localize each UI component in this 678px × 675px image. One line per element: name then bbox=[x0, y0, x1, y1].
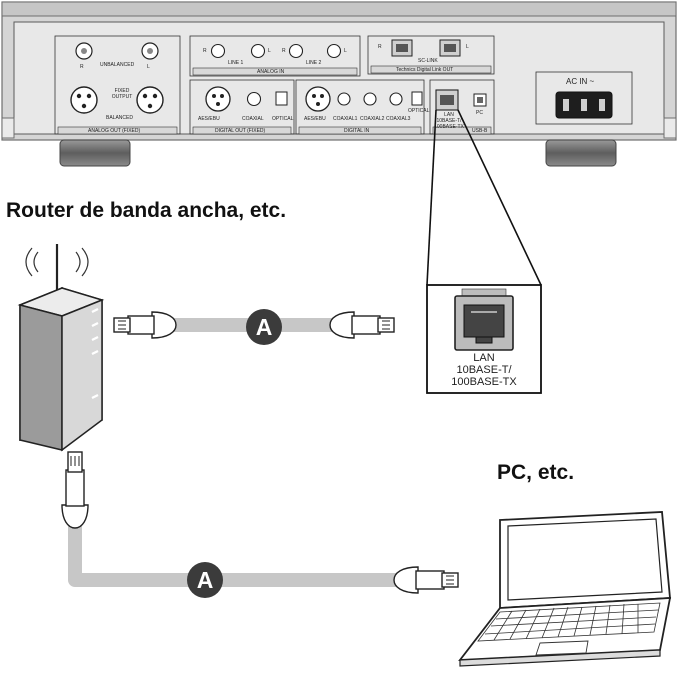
optical-out-icon bbox=[275, 91, 288, 106]
pc-caption: PC, etc. bbox=[497, 461, 575, 484]
rj45-plug-device bbox=[329, 311, 395, 339]
label-fixed-note: FIXED OUTPUT bbox=[111, 88, 133, 100]
label-sc-link: SC-LINK bbox=[418, 58, 438, 64]
rca-line2-l-icon bbox=[326, 43, 342, 59]
panel-side-left bbox=[1, 117, 15, 139]
label-coaxial2-in: COAXIAL2 bbox=[360, 116, 385, 122]
label-coaxial1-in: COAXIAL1 bbox=[333, 116, 358, 122]
label-optical-in: OPTICAL bbox=[408, 108, 430, 114]
label-pc-port: PC bbox=[476, 110, 483, 116]
panel-top-edge bbox=[1, 1, 677, 17]
zoom-lines bbox=[426, 109, 542, 286]
label-line2: LINE 2 bbox=[306, 60, 322, 66]
rca-line2-r-icon bbox=[288, 43, 304, 59]
rca-line1-r-icon bbox=[210, 43, 226, 59]
rca-line1-l-icon bbox=[250, 43, 266, 59]
rj45-plug-pc bbox=[393, 566, 459, 594]
coaxial-out-icon bbox=[246, 91, 262, 107]
foot-left bbox=[59, 139, 131, 167]
aes-ebu-out-icon bbox=[205, 86, 231, 112]
cables bbox=[68, 318, 402, 587]
label-optical-out: OPTICAL bbox=[272, 116, 294, 122]
marker-letter-1: A bbox=[256, 314, 273, 340]
lan-label-line2: 10BASE-T/ bbox=[456, 364, 512, 376]
label-lan-small: LAN 10BASE-T/ 100BASE-TX bbox=[434, 112, 464, 130]
label-line1: LINE 1 bbox=[228, 60, 244, 66]
wifi-waves-icon bbox=[25, 247, 89, 277]
router-leds bbox=[91, 308, 99, 399]
label-usb-b: USB-B bbox=[472, 128, 488, 134]
marker-circle-1 bbox=[246, 309, 282, 345]
label-digital-in: DIGITAL IN bbox=[344, 128, 370, 134]
laptop-icon bbox=[458, 511, 672, 667]
label-link-l: L bbox=[466, 44, 469, 50]
label-aes-out: AES/EBU bbox=[198, 116, 220, 122]
aes-ebu-in-icon bbox=[305, 86, 331, 112]
xlr-out-r-icon bbox=[70, 86, 98, 114]
laptop-touchpad bbox=[535, 640, 589, 656]
label-coaxial-out: COAXIAL bbox=[242, 116, 264, 122]
marker-letter-2: A bbox=[197, 567, 214, 593]
label-aes-in: AES/EBU bbox=[304, 116, 326, 122]
label-analog-in: ANALOG IN bbox=[257, 69, 285, 75]
label-balanced: BALANCED bbox=[106, 115, 133, 121]
device-rear-panel bbox=[1, 1, 677, 167]
lan-label-line3: 100BASE-TX bbox=[451, 376, 517, 388]
foot-right bbox=[545, 139, 617, 167]
rj45-plug-router-2 bbox=[61, 451, 89, 529]
label-link-r: R bbox=[378, 44, 382, 50]
ac-in-group bbox=[535, 71, 633, 125]
label-coaxial3-in: COAXIAL3 bbox=[386, 116, 411, 122]
label-line2-l: L bbox=[344, 48, 347, 54]
lan-callout bbox=[426, 284, 542, 394]
label-line2-r: R bbox=[282, 48, 286, 54]
label-line1-l: L bbox=[268, 48, 271, 54]
label-unbalanced: UNBALANCED bbox=[100, 62, 135, 68]
optical-in-icon bbox=[411, 91, 423, 106]
coaxial1-in-icon bbox=[337, 92, 351, 106]
lan-label-line1: LAN bbox=[473, 352, 495, 364]
router bbox=[17, 244, 105, 452]
cable-marker-2: A bbox=[187, 562, 223, 598]
xlr-out-l-icon bbox=[136, 86, 164, 114]
coaxial3-in-icon bbox=[389, 92, 403, 106]
label-technics-out: Technics Digital Link OUT bbox=[396, 67, 454, 73]
panel-side-right bbox=[663, 117, 677, 139]
cable-marker-1: A bbox=[246, 309, 282, 345]
label-line1-r: R bbox=[203, 48, 207, 54]
coaxial2-in-icon bbox=[363, 92, 377, 106]
technics-link-group bbox=[367, 35, 495, 75]
label-digital-out: DIGITAL OUT (FIXED) bbox=[215, 128, 266, 134]
label-analog-out: ANALOG OUT (FIXED) bbox=[88, 128, 141, 134]
marker-circle-2 bbox=[187, 562, 223, 598]
rj45-plug-router-1 bbox=[113, 311, 177, 339]
laptop-keyboard bbox=[477, 602, 661, 642]
label-ac-in: AC IN ~ bbox=[566, 77, 595, 86]
lan-callout-text: LAN 10BASE-T/ 100BASE-TX bbox=[432, 352, 536, 388]
label-out-l: L bbox=[147, 64, 150, 70]
label-out-r: R bbox=[80, 64, 84, 70]
analog-in-group bbox=[189, 35, 361, 77]
cable-router-to-pc bbox=[68, 520, 402, 587]
router-caption: Router de banda ancha, etc. bbox=[6, 199, 287, 222]
